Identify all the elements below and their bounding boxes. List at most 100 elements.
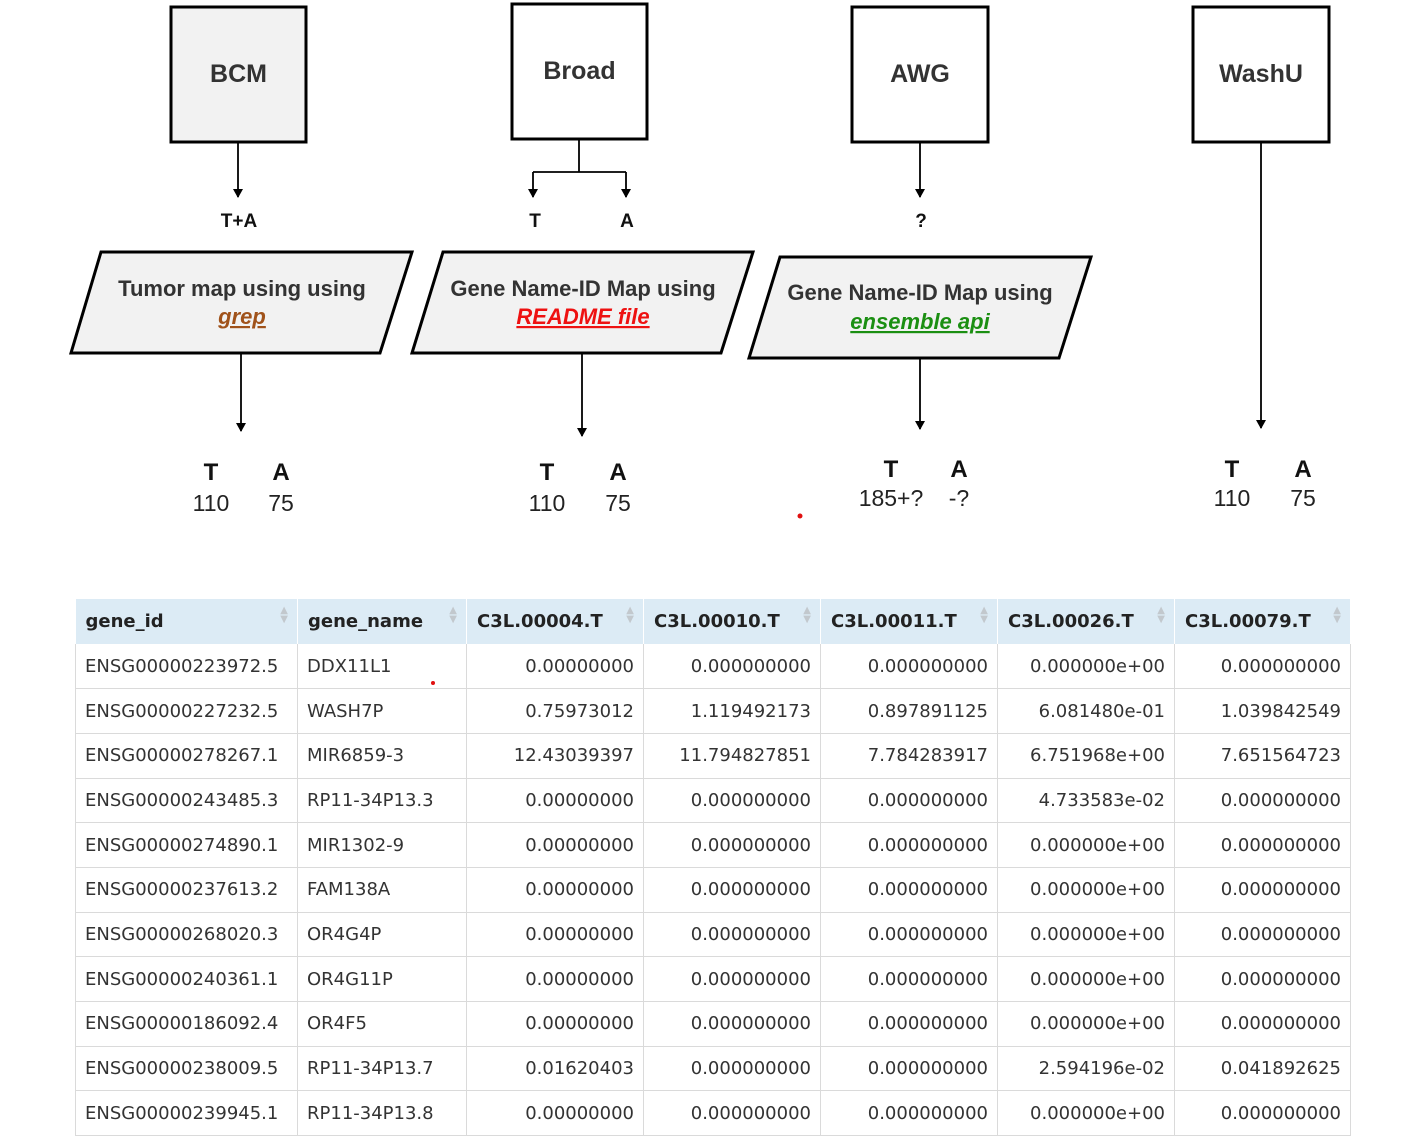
- table-cell: 0.000000000: [1174, 778, 1351, 824]
- table-cell: ENSG00000240361.1: [75, 956, 298, 1002]
- process-broad-link[interactable]: README file: [516, 304, 649, 329]
- sort-arrows-icon[interactable]: ▲▼: [980, 605, 988, 625]
- table-cell: 0.000000000: [643, 1046, 821, 1092]
- table-cell: DDX11L1: [297, 644, 467, 690]
- table-header-row: gene_id▲▼gene_name▲▼C3L.00004.T▲▼C3L.000…: [75, 599, 1351, 644]
- stray-dot-table: [431, 681, 435, 685]
- table-cell: ENSG00000243485.3: [75, 778, 298, 824]
- broad-a-label: A: [620, 211, 634, 232]
- table-cell: ENSG00000239945.1: [75, 1090, 298, 1137]
- process-bcm-grep: Tumor map using using grep: [68, 250, 415, 355]
- table-cell: 0.000000000: [643, 644, 821, 690]
- table-cell: WASH7P: [297, 688, 467, 734]
- column-header-label: gene_id: [85, 611, 164, 632]
- table-cell: 0.000000000: [820, 644, 998, 690]
- result-bcm-t-label: T: [204, 459, 219, 486]
- table-cell: ENSG00000227232.5: [75, 688, 298, 734]
- column-header-2[interactable]: C3L.00004.T ▲▼: [466, 599, 644, 644]
- sort-arrows-icon[interactable]: ▲▼: [449, 605, 457, 625]
- table-cell: 0.01620403: [466, 1046, 644, 1092]
- table-cell: 0.000000000: [1174, 1090, 1351, 1137]
- result-awg-t-value: 185+?: [859, 485, 924, 511]
- table-cell: 0.000000000: [820, 1090, 998, 1137]
- arrow-broad-split: [528, 140, 631, 198]
- table-cell: 0.000000000: [820, 956, 998, 1002]
- table-cell: 0.00000000: [466, 867, 644, 913]
- sort-arrows-icon[interactable]: ▲▼: [1333, 605, 1341, 625]
- result-bcm-t-value: 110: [193, 490, 230, 516]
- source-label-bcm: BCM: [210, 60, 267, 88]
- table-cell: 0.000000000: [643, 867, 821, 913]
- table-cell: 0.00000000: [466, 822, 644, 868]
- process-awg-ensemble: Gene Name-ID Map using ensemble api: [746, 255, 1094, 360]
- table-cell: 12.43039397: [466, 733, 644, 779]
- table-cell: 0.000000000: [643, 956, 821, 1002]
- column-header-6[interactable]: C3L.00079.T▲▼: [1174, 599, 1351, 644]
- result-awg-a-label: A: [950, 456, 967, 483]
- sort-arrows-icon[interactable]: ▲▼: [803, 605, 811, 625]
- column-header-1[interactable]: gene_name▲▼: [297, 599, 467, 644]
- table-cell: 0.897891125: [820, 688, 998, 734]
- table-cell: 0.00000000: [466, 1001, 644, 1047]
- table-cell: 1.039842549: [1174, 688, 1351, 734]
- table-cell: OR4G4P: [297, 912, 467, 958]
- sort-arrows-icon[interactable]: ▲▼: [1157, 605, 1165, 625]
- table-cell: 0.000000000: [643, 1090, 821, 1137]
- column-header-label: C3L.00010.T: [654, 611, 780, 632]
- result-broad-a-value: 75: [605, 490, 631, 516]
- table-cell: ENSG00000223972.5: [75, 644, 298, 690]
- result-washu-a-label: A: [1294, 456, 1311, 483]
- table-cell: 2.594196e-02: [997, 1046, 1175, 1092]
- table-cell: 6.751968e+00: [997, 733, 1175, 779]
- expression-table: gene_id▲▼gene_name▲▼C3L.00004.T▲▼C3L.000…: [75, 599, 1351, 1137]
- table-cell: RP11-34P13.8: [297, 1090, 467, 1137]
- sort-arrows-icon[interactable]: ▲▼: [626, 605, 634, 625]
- table-cell: ENSG00000238009.5: [75, 1046, 298, 1092]
- result-washu: T A 110 75: [1214, 456, 1316, 511]
- column-header-5[interactable]: C3L.00026.T▲▼: [997, 599, 1175, 644]
- table-cell: 0.000000e+00: [997, 1001, 1175, 1047]
- process-awg-link[interactable]: ensemble api: [850, 309, 990, 334]
- table-cell: OR4F5: [297, 1001, 467, 1047]
- table-cell: 0.000000000: [643, 778, 821, 824]
- table-cell: 0.00000000: [466, 644, 644, 690]
- table-cell: MIR6859-3: [297, 733, 467, 779]
- table-cell: 0.000000000: [1174, 822, 1351, 868]
- table-cell: 0.00000000: [466, 956, 644, 1002]
- column-header-0[interactable]: gene_id ▲▼: [75, 599, 298, 644]
- source-box-washu: WashU: [1191, 5, 1331, 144]
- result-broad: T A 110 75: [529, 459, 631, 516]
- table-cell: 0.000000000: [1174, 956, 1351, 1002]
- table-cell: 0.75973012: [466, 688, 644, 734]
- process-bcm-link[interactable]: grep: [217, 304, 266, 329]
- table-cell: 0.000000000: [820, 822, 998, 868]
- pipeline-diagram: BCM Broad AWG WashU T+A T A ? Tumor map …: [68, 2, 1331, 519]
- source-box-broad: Broad: [510, 2, 649, 141]
- table-cell: 0.000000e+00: [997, 644, 1175, 690]
- table-cell: 0.00000000: [466, 1090, 644, 1137]
- column-header-4[interactable]: C3L.00011.T▲▼: [820, 599, 998, 644]
- table-cell: 0.000000000: [1174, 912, 1351, 958]
- table-cell: 6.081480e-01: [997, 688, 1175, 734]
- table-cell: ENSG00000278267.1: [75, 733, 298, 779]
- table-cell: 0.000000000: [820, 778, 998, 824]
- sort-arrows-icon[interactable]: ▲▼: [280, 605, 288, 625]
- source-label-washu: WashU: [1219, 60, 1303, 88]
- result-bcm-a-value: 75: [268, 490, 294, 516]
- table-cell: ENSG00000237613.2: [75, 867, 298, 913]
- column-header-label: C3L.00004.T: [477, 611, 603, 632]
- column-header-3[interactable]: C3L.00010.T ▲▼: [643, 599, 821, 644]
- table-cell: OR4G11P: [297, 956, 467, 1002]
- table-cell: RP11-34P13.3: [297, 778, 467, 824]
- process-awg-text: Gene Name-ID Map using: [787, 280, 1052, 305]
- table-cell: 0.000000000: [643, 822, 821, 868]
- table-cell: 0.000000e+00: [997, 1090, 1175, 1137]
